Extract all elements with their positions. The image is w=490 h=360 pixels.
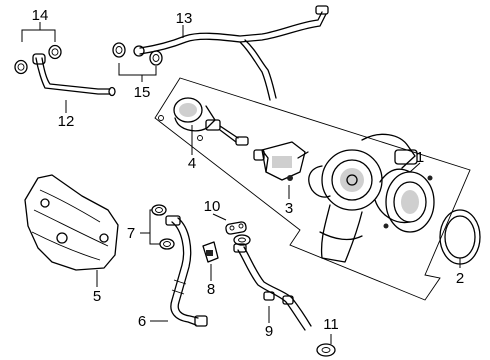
callout-1: 1	[416, 149, 424, 166]
callout-6: 6	[138, 313, 146, 330]
o-ring-pair	[14, 44, 62, 75]
leader-lines	[21, 22, 461, 344]
coolant-return-pipe	[133, 5, 329, 101]
gasket-ring	[439, 209, 481, 265]
washer	[316, 343, 336, 357]
coolant-pipe	[233, 243, 312, 331]
heat-shield	[24, 174, 119, 271]
callout-12: 12	[58, 113, 75, 130]
callouts: 1 2 3 4 5 6 7 8 9 10 11 12 13 14 15	[32, 7, 465, 340]
callout-5: 5	[93, 288, 101, 305]
callout-11: 11	[323, 316, 339, 333]
callout-8: 8	[207, 281, 215, 298]
oil-return-pipe	[165, 215, 208, 327]
oil-return-seals	[151, 204, 175, 250]
wastegate-actuator	[158, 97, 249, 146]
seal-pair	[112, 42, 163, 66]
callout-15: 15	[134, 84, 151, 101]
electric-actuator	[253, 141, 309, 181]
callout-4: 4	[188, 155, 196, 172]
turbocharger	[308, 133, 435, 263]
assembly-boundary	[154, 77, 471, 301]
gasket-kit	[225, 221, 251, 246]
callout-14: 14	[32, 7, 49, 24]
callout-7: 7	[127, 225, 135, 242]
callout-10: 10	[204, 198, 221, 215]
callout-2: 2	[456, 270, 464, 287]
callout-13: 13	[176, 10, 193, 27]
callout-3: 3	[285, 200, 293, 217]
oil-feed-pipe	[32, 53, 116, 97]
plug	[202, 241, 219, 263]
callout-9: 9	[265, 323, 273, 340]
